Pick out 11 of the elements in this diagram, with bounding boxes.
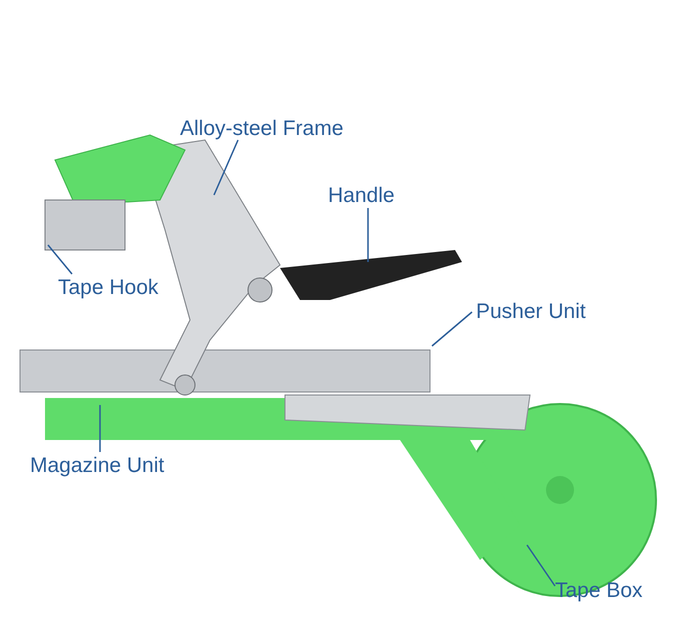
part-label: Tape Hook	[58, 277, 158, 298]
leader-line	[99, 405, 101, 452]
leader-line	[367, 208, 369, 262]
part-label: Alloy-steel Frame	[180, 118, 344, 139]
part-label: Magazine Unit	[30, 455, 164, 476]
leader-line	[213, 140, 239, 196]
leader-line	[47, 244, 73, 274]
part-label: Handle	[328, 185, 395, 206]
part-label: Pusher Unit	[476, 301, 586, 322]
leader-line	[432, 311, 472, 347]
leader-line	[526, 544, 556, 586]
